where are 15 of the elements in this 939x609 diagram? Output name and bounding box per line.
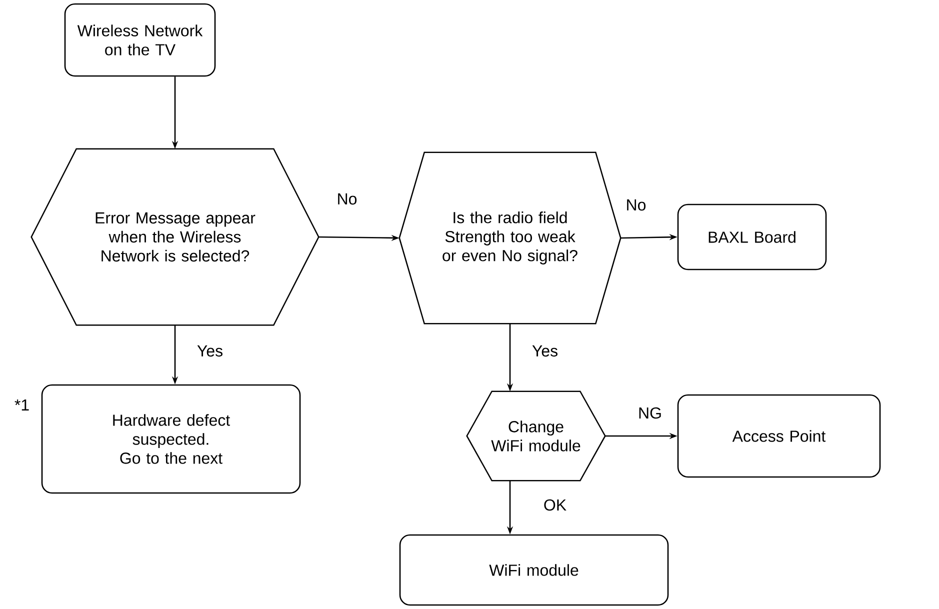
process-box: Access Point: [677, 394, 881, 478]
process-box: Wireless Network on the TV: [64, 3, 216, 77]
edge-label: No: [624, 198, 648, 212]
edge-label: OK: [542, 498, 568, 512]
decision-hexagon: Is the radio field Strength too weak or even No signal?: [398, 152, 622, 324]
process-box: BAXL Board: [677, 204, 827, 270]
process-box: Hardware defect suspected. Go to the next: [41, 384, 301, 494]
decision-hexagon: Change WiFi module: [466, 390, 606, 482]
process-box: WiFi module: [399, 534, 669, 606]
edge-label: Yes: [196, 344, 224, 358]
edge-label: NG: [637, 406, 663, 420]
edge-label: Yes: [530, 344, 560, 358]
footnote-mark: *1: [14, 400, 29, 410]
edge-label: No: [336, 192, 358, 206]
decision-hexagon: Error Message appear when the Wireless Network is selected?: [30, 148, 320, 326]
